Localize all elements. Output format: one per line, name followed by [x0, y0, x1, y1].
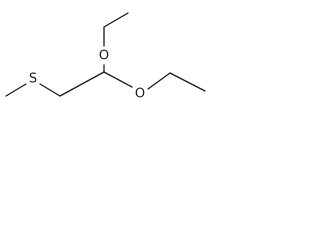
bond-s-ch2: [39, 83, 61, 97]
bond-ethyl-upper-ch3: [103, 12, 129, 28]
bond-ch-o-lower: [103, 71, 133, 88]
bond-ch3-s: [5, 83, 27, 97]
bond-o-lower-ethyl-ch2: [147, 72, 171, 90]
bond-group: [5, 12, 206, 97]
atom-oxygen-upper: O: [99, 49, 109, 64]
bond-ch2-ch: [59, 71, 105, 97]
atom-labels: S O O: [29, 49, 145, 102]
chemical-structure-diagram: S O O: [5, 12, 206, 102]
atom-oxygen-lower: O: [135, 87, 145, 102]
atom-sulfur: S: [29, 72, 37, 87]
bond-ethyl-lower-ch3: [169, 72, 206, 92]
